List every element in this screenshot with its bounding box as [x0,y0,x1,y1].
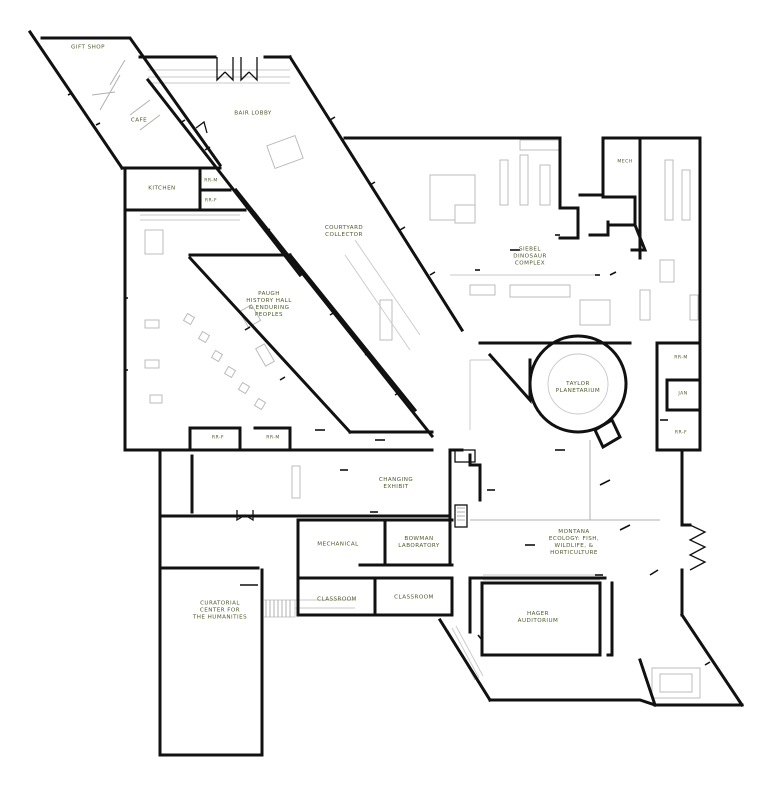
room-label-hager-auditorium: HAGER AUDITORIUM [517,611,559,624]
room-label-restroom-women-mid: RR-F [211,435,225,441]
stairs [265,449,476,617]
entrance-doors [195,57,707,571]
room-label-changing-exhibit: CHANGING EXHIBIT [378,477,414,490]
room-label-bair-lobby: BAIR LOBBY [234,110,272,117]
room-label-bowman-laboratory: BOWMAN LABORATORY [398,536,440,549]
walls [27,29,745,757]
room-label-restroom-men-mid: RR-M [266,435,280,441]
wall-ticks [67,92,711,666]
room-label-restroom-women-right: RR-F [674,430,688,436]
interior-details [91,59,701,699]
room-label-siebel-dinosaur-complex: SIEBEL DINOSAUR COMPLEX [513,246,547,267]
room-label-mechanical: MECHANICAL [317,541,359,548]
room-label-restroom-men-top: RR-M [204,178,218,184]
room-label-gift-shop: GIFT SHOP [71,44,105,51]
room-label-montana-ecology: MONTANA ECOLOGY: FISH, WILDLIFE, & HORTI… [548,529,600,556]
room-label-mech-top: MECH [617,159,633,165]
room-label-courtyard-collector: COURTYARD COLLECTOR [324,225,364,238]
room-label-taylor-planetarium: TAYLOR PLANETARIUM [555,381,601,394]
room-label-curatorial-center: CURATORIAL CENTER FOR THE HUMANITIES [192,600,248,621]
room-label-janitor: JAN [678,391,688,397]
room-label-cafe: CAFE [130,117,148,124]
room-label-paugh-history-hall: PAUGH HISTORY HALL & ENDURING PEOPLES [246,291,292,318]
room-label-classroom-right: CLASSROOM [394,594,434,601]
room-label-kitchen: KITCHEN [148,185,176,192]
room-label-restroom-women-top: RR-F [204,198,218,204]
room-label-classroom-left: CLASSROOM [317,596,357,603]
room-label-restroom-men-right: RR-M [674,355,688,361]
